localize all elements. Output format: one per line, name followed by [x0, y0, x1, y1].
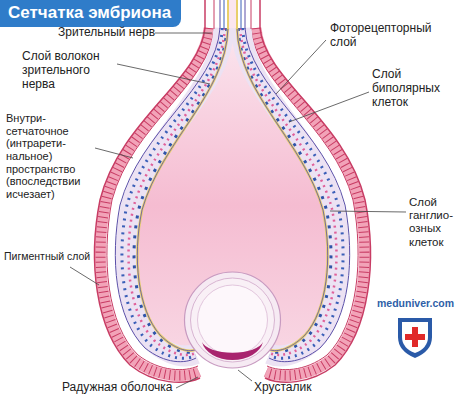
part-label: Пигментный слой	[4, 250, 90, 262]
part-label: Зрительный нерв	[58, 26, 155, 40]
part-label: Слой волокон зрительного нерва	[22, 50, 114, 91]
part-label: Хрусталик	[254, 381, 311, 395]
title-banner: Сетчатка эмбриона	[0, 0, 181, 27]
part-label: Фоторецепторный слой	[330, 22, 448, 50]
part-label: Слой ганглио- озных клеток	[409, 196, 462, 249]
part-label: Радужная оболочка	[62, 381, 173, 395]
watermark: meduniver.com	[377, 297, 454, 309]
part-label: Внутри- сетчаточное (интрарети- нальное)…	[6, 112, 92, 200]
part-label: Слой биполярных клеток	[372, 68, 462, 109]
